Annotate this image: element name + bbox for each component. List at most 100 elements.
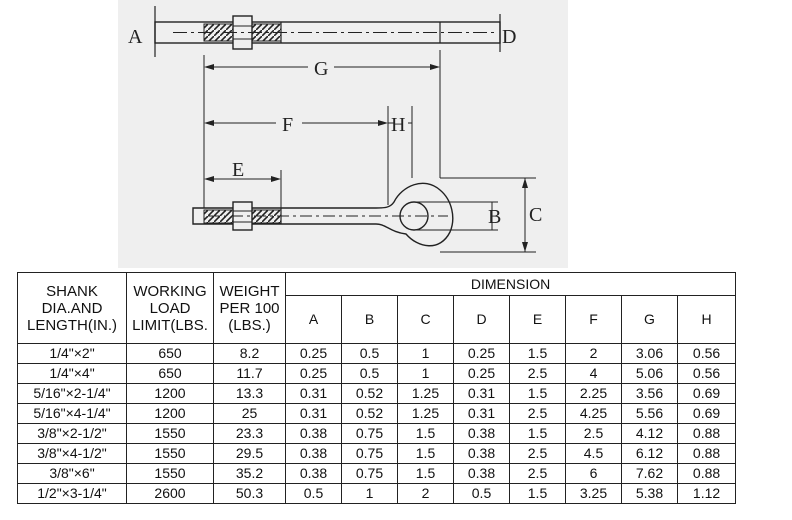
table-cell: 650 [126,363,214,384]
table-cell: 6 [565,463,622,484]
table-cell: 2.5 [509,443,566,464]
table-cell: 7.62 [621,463,678,484]
table-cell: 1.5 [509,483,566,504]
table-cell: 2.5 [509,403,566,424]
table-cell: 0.38 [453,463,510,484]
table-cell: 0.38 [453,443,510,464]
header-e: E [509,295,566,344]
table-cell: 0.38 [285,423,342,444]
header-weight: WEIGHT PER 100 (LBS.) [213,272,286,344]
table-cell: 25 [213,403,286,424]
header-f: F [565,295,622,344]
header-g: G [621,295,678,344]
dimension-f-h: F H [204,106,413,205]
table-header: SHANK DIA.AND LENGTH(IN.) WORKING LOAD L… [17,272,737,344]
label-g: G [314,58,328,80]
header-dimension: DIMENSION [284,272,737,296]
label-b: B [488,206,501,228]
table-cell: 50.3 [213,483,286,504]
table-cell: 2 [397,483,454,504]
table-cell: 0.56 [676,343,737,364]
table-cell: 0.5 [453,483,510,504]
table-cell: 5.06 [621,363,678,384]
table-cell: 0.38 [285,443,342,464]
dimension-g: G [203,50,441,208]
table-cell: 1 [397,343,454,364]
table-cell: 1.12 [676,483,737,504]
table-cell: 1/4"×2" [17,343,127,364]
table-cell: 0.75 [341,423,398,444]
table-cell: 1550 [126,463,214,484]
top-view: A D [128,6,516,57]
table-cell: 2.5 [509,363,566,384]
label-c: C [529,204,542,226]
eye-bolt-spec-table: SHANK DIA.AND LENGTH(IN.) WORKING LOAD L… [17,272,737,504]
table-cell: 4.5 [565,443,622,464]
table-cell: 1 [397,363,454,384]
header-a: A [285,295,342,344]
table-cell: 5/16"×4-1/4" [17,403,127,424]
table-cell: 3/8"×4-1/2" [17,443,127,464]
side-view: B C [192,177,542,253]
table-cell: 0.88 [676,463,737,484]
table-cell: 2600 [126,483,214,504]
eye-bolt-drawing: A D G [118,0,568,268]
table-cell: 4 [565,363,622,384]
table-cell: 1550 [126,423,214,444]
table-cell: 0.5 [285,483,342,504]
table-cell: 0.31 [453,383,510,404]
header-d: D [453,295,510,344]
table-cell: 1.5 [397,463,454,484]
table-cell: 0.69 [676,403,737,424]
table-cell: 1/4"×4" [17,363,127,384]
table-cell: 23.3 [213,423,286,444]
table-cell: 1.5 [397,423,454,444]
table-cell: 0.31 [453,403,510,424]
table-cell: 650 [126,343,214,364]
label-e: E [232,159,244,181]
header-b: B [341,295,398,344]
table-cell: 0.31 [285,383,342,404]
table-cell: 1 [341,483,398,504]
dimension-e: E [204,159,282,208]
table-cell: 35.2 [213,463,286,484]
table-cell: 1/2"×3-1/4" [17,483,127,504]
label-a: A [128,26,143,48]
label-d: D [502,26,516,48]
table-cell: 1.25 [397,383,454,404]
table-cell: 1200 [126,383,214,404]
table-cell: 1550 [126,443,214,464]
table-cell: 0.25 [285,363,342,384]
table-cell: 0.38 [285,463,342,484]
header-h: H [676,295,737,344]
table-cell: 0.75 [341,443,398,464]
table-cell: 1.25 [397,403,454,424]
table-cell: 0.52 [341,383,398,404]
table-cell: 1.5 [509,423,566,444]
table-cell: 2.5 [565,423,622,444]
header-c: C [397,295,454,344]
table-cell: 5.56 [621,403,678,424]
table-cell: 0.25 [453,343,510,364]
table-cell: 0.69 [676,383,737,404]
table-cell: 0.75 [341,463,398,484]
eye-bolt-diagram: A D G [128,6,542,253]
table-cell: 4.25 [565,403,622,424]
table-cell: 0.31 [285,403,342,424]
table-cell: 6.12 [621,443,678,464]
label-f: F [282,114,293,136]
table-cell: 4.12 [621,423,678,444]
table-cell: 3.25 [565,483,622,504]
table-cell: 13.3 [213,383,286,404]
table-cell: 1.5 [397,443,454,464]
table-cell: 11.7 [213,363,286,384]
table-cell: 2.5 [509,463,566,484]
